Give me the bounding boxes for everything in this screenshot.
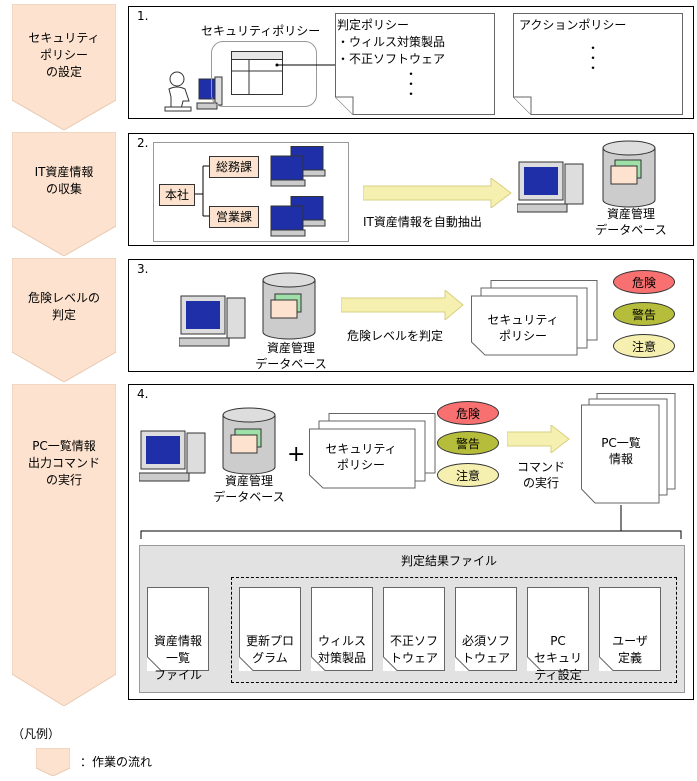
security-policy-group <box>211 41 317 107</box>
policy-doc-label: セキュリティ ポリシー <box>325 442 397 472</box>
level-danger: 危険 <box>437 401 499 425</box>
security-policy-label: セキュリティポリシー <box>201 24 321 38</box>
legend-flow-arrow <box>36 748 70 776</box>
panel-3: 3. 資産管理 データベース 危険レベルを判定 セキュリティ ポリシー 危険 警… <box>128 259 694 372</box>
dept-general-box: 総務課 <box>209 156 259 178</box>
step-2-label: IT資産情報 の収集 <box>34 165 94 196</box>
level-warning: 警告 <box>613 302 675 326</box>
result-file-user-defined: ユーザ 定義 <box>599 587 661 671</box>
extract-arrow <box>363 178 512 208</box>
level-caution: 注意 <box>437 463 499 487</box>
judgement-policy-text: 判定ポリシー ・ウィルス対策製品 ・不正ソフトウェア <box>337 18 446 66</box>
step-3-arrow: 危険レベルの 判定 <box>12 258 116 382</box>
db-label: 資産管理 データベース <box>255 341 327 371</box>
server-pc-icon <box>179 295 246 347</box>
database-icon <box>602 140 656 208</box>
extract-arrow-label: IT資産情報を自動抽出 <box>363 215 482 229</box>
result-file-title: 判定結果ファイル <box>400 554 497 568</box>
panel-number: 4. <box>137 387 149 401</box>
pc-pair-icon <box>270 146 326 187</box>
command-arrow <box>507 425 570 453</box>
step-3-label: 危険レベルの 判定 <box>27 291 100 322</box>
step-4-arrow: PC一覧情報 出力コマンド の実行 <box>12 384 116 706</box>
policy-table-icon <box>231 51 283 95</box>
asset-list-file: 資産情報 一覧 ファイル <box>147 587 209 682</box>
level-warning: 警告 <box>437 431 499 455</box>
dept-sales-box: 営業課 <box>209 206 259 228</box>
step-4-label: PC一覧情報 出力コマンド の実行 <box>27 439 100 487</box>
pc-pair-icon <box>270 196 326 237</box>
policy-doc-stack <box>309 413 436 489</box>
db-label: 資産管理 データベース <box>595 207 667 237</box>
database-icon <box>222 407 276 475</box>
panel-4: 4. 資産管理 データベース + セキュリティ ポリシー 危険 警告 注意 コマ… <box>128 384 694 700</box>
action-policy-doc <box>513 13 683 115</box>
result-file-antivirus: ウィルス 対策製品 <box>311 587 373 671</box>
org-group <box>153 142 349 242</box>
judge-arrow <box>341 290 464 320</box>
result-file-pc-security-settings: PC セキュリ ティ設定 <box>527 587 589 682</box>
level-caution: 注意 <box>613 334 675 358</box>
server-pc-icon <box>139 430 206 482</box>
db-label: 資産管理 データベース <box>213 474 285 504</box>
panel-number: 3. <box>137 262 149 276</box>
command-arrow-label: コマンド の実行 <box>516 460 565 490</box>
policy-doc-label: セキュリティ ポリシー <box>487 313 559 343</box>
result-file-required-software: 必須ソフ トウェア <box>455 587 517 671</box>
policy-doc-stack <box>471 280 598 356</box>
result-file-illegal-software: 不正ソフ トウェア <box>383 587 445 671</box>
level-danger: 危険 <box>613 270 675 294</box>
server-pc-icon <box>517 161 584 213</box>
judge-arrow-label: 危険レベルを判定 <box>347 329 444 343</box>
step-1-arrow: セキュリティ ポリシー の設定 <box>12 4 116 130</box>
panel-number: 1. <box>137 9 149 23</box>
hq-box: 本社 <box>159 184 195 206</box>
step-1-label: セキュリティ ポリシー の設定 <box>28 31 100 79</box>
legend-flow-label: ：作業の流れ <box>80 755 153 769</box>
bracket-connector <box>140 505 682 539</box>
panel-number: 2. <box>137 136 149 150</box>
database-icon <box>262 272 316 340</box>
plus-sign: + <box>287 442 306 467</box>
action-dots: ・ ・ ・ <box>587 41 600 75</box>
pc-list-label: PC一覧 情報 <box>601 436 641 466</box>
action-policy-text: アクションポリシー <box>519 18 627 32</box>
judgement-dots: ・ ・ ・ <box>405 67 418 101</box>
judgement-policy-doc <box>335 13 495 115</box>
panel-2: 2. 本社 総務課 営業課 IT資産情報を自動抽出 資産管理 データベース <box>128 133 694 246</box>
result-file-update-program: 更新プロ グラム <box>239 587 301 671</box>
pc-list-doc-stack <box>581 393 676 504</box>
legend-title: （凡例） <box>12 727 61 741</box>
step-2-arrow: IT資産情報 の収集 <box>12 132 116 256</box>
panel-1: 1. セキュリティポリシー 判定ポリシー ・ウィルス対策製品 ・不正ソフトウェア… <box>128 6 694 119</box>
result-files-group <box>231 577 677 683</box>
